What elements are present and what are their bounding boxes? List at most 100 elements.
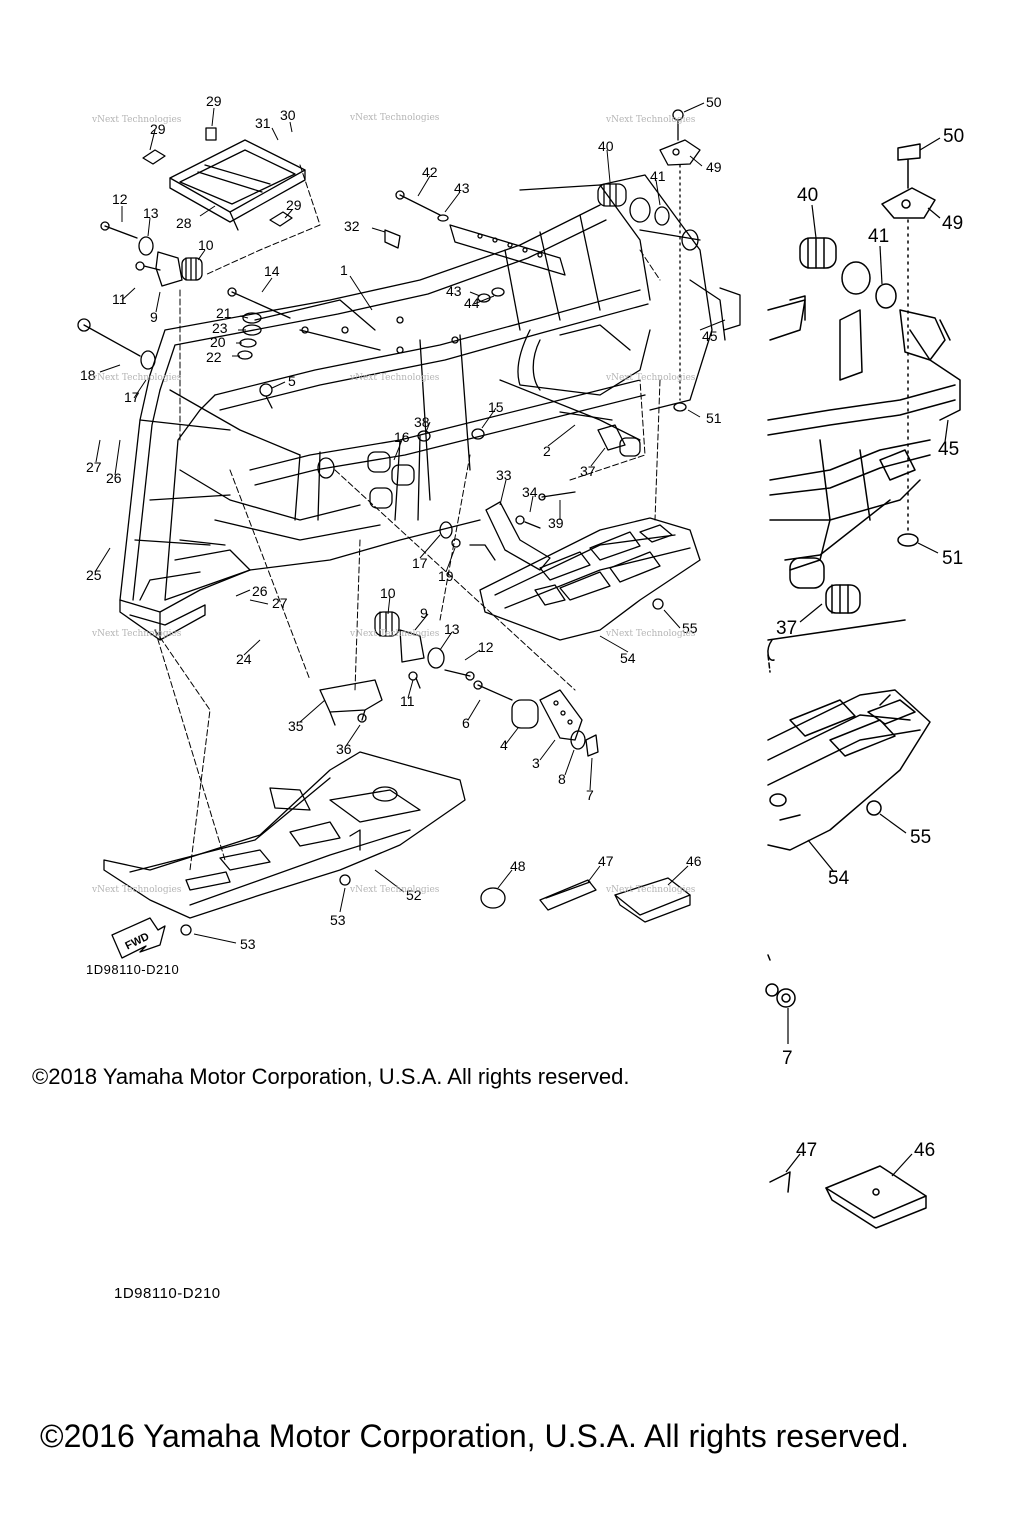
- callout-label: 25: [86, 567, 102, 583]
- callout-label: 31: [255, 115, 271, 131]
- callout-leaders-zoom: [785, 137, 949, 1177]
- callout-label: 11: [112, 291, 127, 307]
- callout-label: 18: [80, 367, 96, 383]
- callout-label: 50: [706, 94, 722, 110]
- callout-label: 7: [782, 1048, 793, 1069]
- watermark-text: vNext Technologies: [605, 115, 696, 125]
- callout-label: 27: [272, 595, 288, 611]
- lower-front-mount: [374, 611, 599, 757]
- callout-label: 7: [586, 787, 594, 803]
- arm-bracket: [659, 109, 701, 412]
- rear-bushings: [597, 183, 701, 251]
- callout-label: 20: [210, 334, 226, 350]
- watermark-text: vNext Technologies: [605, 373, 696, 383]
- callout-label: 16: [394, 429, 410, 445]
- callout-label: 21: [216, 305, 232, 321]
- callout-label: 13: [444, 621, 460, 637]
- callout-leaders-main: [94, 102, 726, 944]
- copyright-2018: ©2018 Yamaha Motor Corporation, U.S.A. A…: [32, 1064, 630, 1089]
- callout-label: 12: [478, 639, 494, 655]
- callout-label: 15: [488, 399, 504, 415]
- callout-label: 14: [264, 263, 280, 279]
- callout-label: 32: [344, 218, 360, 234]
- callout-label: 29: [150, 121, 166, 137]
- watermark-text: vNext Technologies: [349, 113, 440, 123]
- rear-skid-plate: [479, 517, 701, 641]
- callout-label: 29: [206, 93, 222, 109]
- callout-label: 44: [464, 295, 480, 311]
- callout-label: 24: [236, 651, 252, 667]
- callout-label: 17: [412, 555, 428, 571]
- watermark-text: vNext Technologies: [349, 373, 440, 383]
- callout-label: 19: [438, 568, 454, 584]
- callout-label: 33: [496, 467, 512, 483]
- callout-label: 9: [420, 605, 428, 621]
- callout-label: 1: [340, 262, 348, 278]
- callout-label: 23: [212, 320, 228, 336]
- callout-label: 43: [454, 180, 470, 196]
- callout-label: 17: [124, 389, 140, 405]
- callout-label: 47: [796, 1140, 817, 1161]
- fwd-arrow: [111, 917, 166, 959]
- watermark-text: vNext Technologies: [605, 885, 696, 895]
- watermark-text: vNext Technologies: [91, 629, 182, 639]
- callout-label: 39: [548, 515, 564, 531]
- callout-label: 51: [942, 548, 963, 569]
- callout-label: 10: [380, 585, 396, 601]
- callout-label: 49: [942, 213, 963, 234]
- diagram-code-large: 1D98110-D210: [114, 1285, 221, 1302]
- callout-label: 41: [650, 168, 666, 184]
- callout-label: 22: [206, 349, 222, 365]
- callout-label: 9: [150, 309, 158, 325]
- callout-label: 50: [943, 126, 964, 147]
- callout-label: 41: [868, 226, 889, 247]
- callout-label: 45: [702, 328, 718, 344]
- callout-label: 37: [580, 463, 596, 479]
- callout-label: 46: [686, 853, 702, 869]
- front-skid-plate: [103, 751, 466, 936]
- watermark-text: vNext Technologies: [91, 885, 182, 895]
- callout-label: 12: [112, 191, 128, 207]
- callout-label: 37: [776, 618, 797, 639]
- callout-label: 48: [510, 858, 526, 874]
- callout-label: 26: [252, 583, 268, 599]
- callout-label: 6: [462, 715, 470, 731]
- callout-label: 4: [500, 737, 508, 753]
- callout-label: 45: [938, 439, 959, 460]
- callout-label: 53: [240, 936, 256, 952]
- callout-labels-main: 29 31 30 29 28 29 12 13 10 11 9 14 32 42…: [80, 93, 722, 952]
- callout-label: 52: [406, 887, 422, 903]
- callout-label: 54: [828, 868, 850, 889]
- side-bracket: [319, 679, 383, 726]
- callout-label: 46: [914, 1140, 935, 1161]
- copyright-2016: ©2016 Yamaha Motor Corporation, U.S.A. A…: [40, 1418, 910, 1454]
- assembly-leaders: [154, 164, 661, 871]
- callout-label: 5: [288, 373, 296, 389]
- callout-label: 42: [422, 164, 438, 180]
- watermark-text: vNext Technologies: [349, 885, 440, 895]
- diagram-code: 1D98110-D210: [86, 962, 179, 977]
- callout-label: 35: [288, 718, 304, 734]
- callout-label: 49: [706, 159, 722, 175]
- callout-label: 51: [706, 410, 722, 426]
- watermark-text: vNext Technologies: [91, 373, 182, 383]
- callout-label: 47: [598, 853, 614, 869]
- callout-label: 2: [543, 443, 551, 459]
- callout-label: 40: [797, 185, 818, 206]
- watermark-text: vNext Technologies: [91, 115, 182, 125]
- callout-label: 54: [620, 650, 636, 666]
- accessory-parts: [480, 877, 691, 923]
- callout-label: 29: [286, 197, 302, 213]
- main-frame: [119, 174, 741, 641]
- callout-label: 30: [280, 107, 296, 123]
- watermarks: vNext Technologies vNext Technologies vN…: [91, 113, 696, 895]
- callout-label: 34: [522, 484, 538, 500]
- front-mount-upper: [100, 221, 203, 287]
- zoomed-fragment: [765, 143, 961, 1229]
- center-mounts: [317, 411, 641, 509]
- callout-label: 43: [446, 283, 462, 299]
- callout-label: 26: [106, 470, 122, 486]
- callout-label: 38: [414, 414, 430, 430]
- callout-label: 53: [330, 912, 346, 928]
- callout-label: 28: [176, 215, 192, 231]
